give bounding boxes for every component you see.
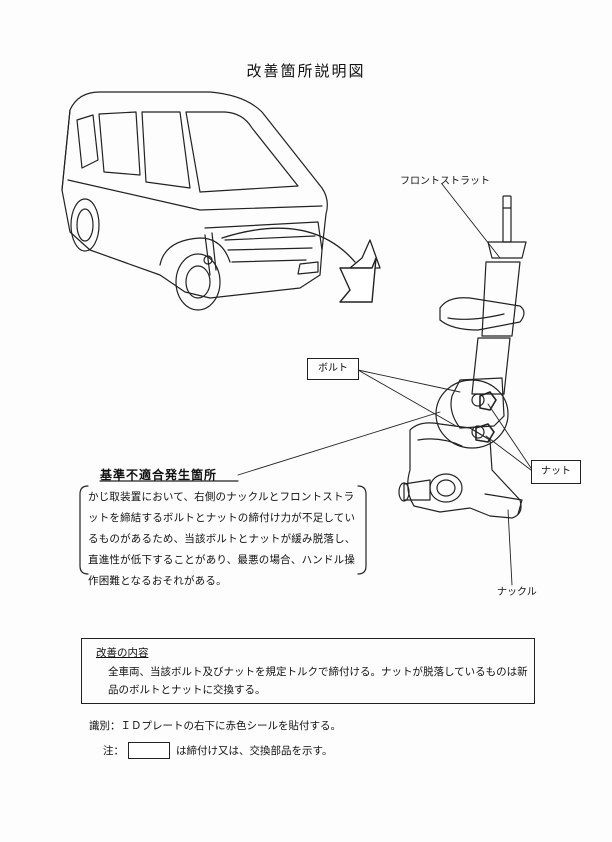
identification-note: 識別：ＩＤプレートの右下に赤色シールを貼付する。: [89, 720, 341, 732]
note-suffix: は締付け又は、交換部品を示す。: [176, 745, 333, 757]
remedy-description: 全車両、当該ボルト及びナットを規定トルクで締付ける。ナットが脱落しているものは新…: [108, 666, 528, 696]
nut-label: ナット: [531, 460, 581, 484]
remedy-heading: 改善の内容: [96, 647, 149, 659]
remedy-box: 改善の内容 全車両、当該ボルト及びナットを規定トルクで締付ける。ナットが脱落して…: [81, 638, 535, 704]
legend-swatch: [128, 742, 170, 759]
bolt-label: ボルト: [307, 358, 359, 380]
defect-heading: 基準不適合発生箇所: [100, 468, 218, 482]
arrow: [221, 227, 381, 303]
knuckle-label: ナックル: [497, 587, 537, 598]
strut-illustration: [398, 195, 527, 519]
note-prefix: 注：: [103, 745, 124, 757]
front-strut-label: フロントストラット: [400, 176, 490, 187]
legend-note: 注： は締付け又は、交換部品を示す。: [103, 742, 332, 759]
defect-bracket: [79, 480, 367, 575]
page-title: 改善箇所説明図: [246, 62, 366, 80]
van-illustration: [61, 91, 328, 311]
defect-description: かじ取装置において、右側のナックルとフロントストラットを締結するボルトとナットの…: [88, 491, 356, 587]
